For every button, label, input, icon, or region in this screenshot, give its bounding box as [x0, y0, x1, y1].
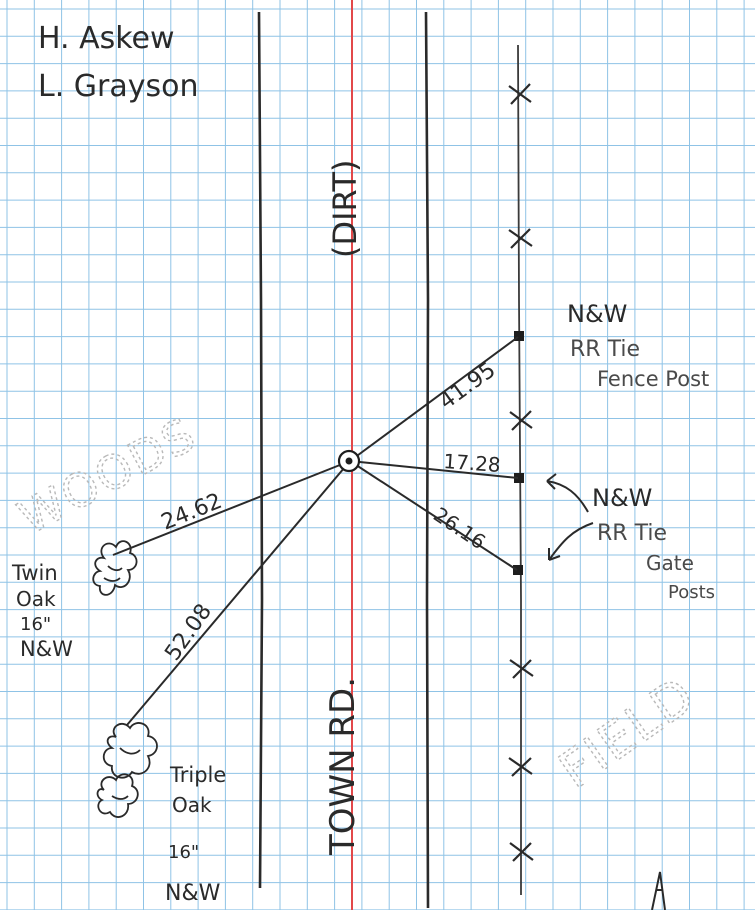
measurement-lines — [112, 336, 519, 726]
arrow-to-lower-gate-post — [548, 522, 594, 561]
triple-oak-note-line-2: Oak — [172, 793, 212, 817]
arrow-to-upper-gate-post — [546, 473, 589, 513]
road-surface-label: (DIRT) — [326, 160, 364, 259]
triple-oak-symbol — [96, 722, 158, 818]
surveyor-name-2: L. Grayson — [38, 69, 199, 104]
twin-oak-symbol — [92, 540, 138, 596]
fence-line — [517, 44, 522, 895]
gate-post-lower-marker — [513, 565, 523, 575]
north-arrow-icon — [651, 871, 666, 910]
line-to-gate-post-upper — [349, 460, 519, 479]
twin-oak-note-line-1: Twin — [11, 561, 58, 585]
gate-posts-note-line-3: Gate — [646, 551, 694, 575]
center-point-dot — [345, 457, 353, 465]
gate-posts-note-line-2: RR Tie — [597, 521, 667, 546]
fence-post-note-line-3: Fence Post — [597, 367, 709, 391]
gate-post-upper-marker — [514, 473, 524, 483]
twin-oak-note-line-2: Oak — [16, 587, 56, 611]
twin-oak-note-line-3: 16" — [20, 614, 51, 635]
fence-x-mark — [509, 842, 534, 862]
measurement-gate-post-upper: 17.28 — [443, 449, 502, 477]
road-name-label: TOWN RD. — [323, 677, 363, 856]
road-west-edge — [257, 11, 264, 889]
line-to-twin-oak — [112, 460, 351, 556]
gate-posts-note-line-4: Posts — [668, 582, 715, 603]
line-to-gate-post-lower — [349, 460, 518, 571]
fence-x-mark — [509, 659, 534, 679]
fence-x-mark — [509, 410, 533, 431]
fence-x-mark — [508, 757, 533, 777]
fence-x-mark — [508, 83, 532, 105]
line-to-triple-oak — [126, 460, 351, 726]
triple-oak-note-line-1: Triple — [169, 763, 226, 787]
twin-oak-note-line-4: N&W — [20, 637, 73, 661]
triple-oak-note-line-4: N&W — [165, 881, 221, 906]
road-east-edge — [424, 11, 430, 909]
fence-x-mark — [508, 228, 533, 249]
surveyor-name-1: H. Askew — [38, 21, 175, 56]
fence-post-note-line-2: RR Tie — [570, 337, 640, 362]
triple-oak-note-line-3: 16" — [168, 842, 199, 863]
gate-posts-note-line-1: N&W — [592, 484, 652, 512]
fence-post-marker — [514, 331, 524, 341]
line-to-fence-post — [349, 336, 519, 462]
fence-post-note-line-1: N&W — [567, 300, 627, 328]
fence-marks — [508, 83, 534, 862]
